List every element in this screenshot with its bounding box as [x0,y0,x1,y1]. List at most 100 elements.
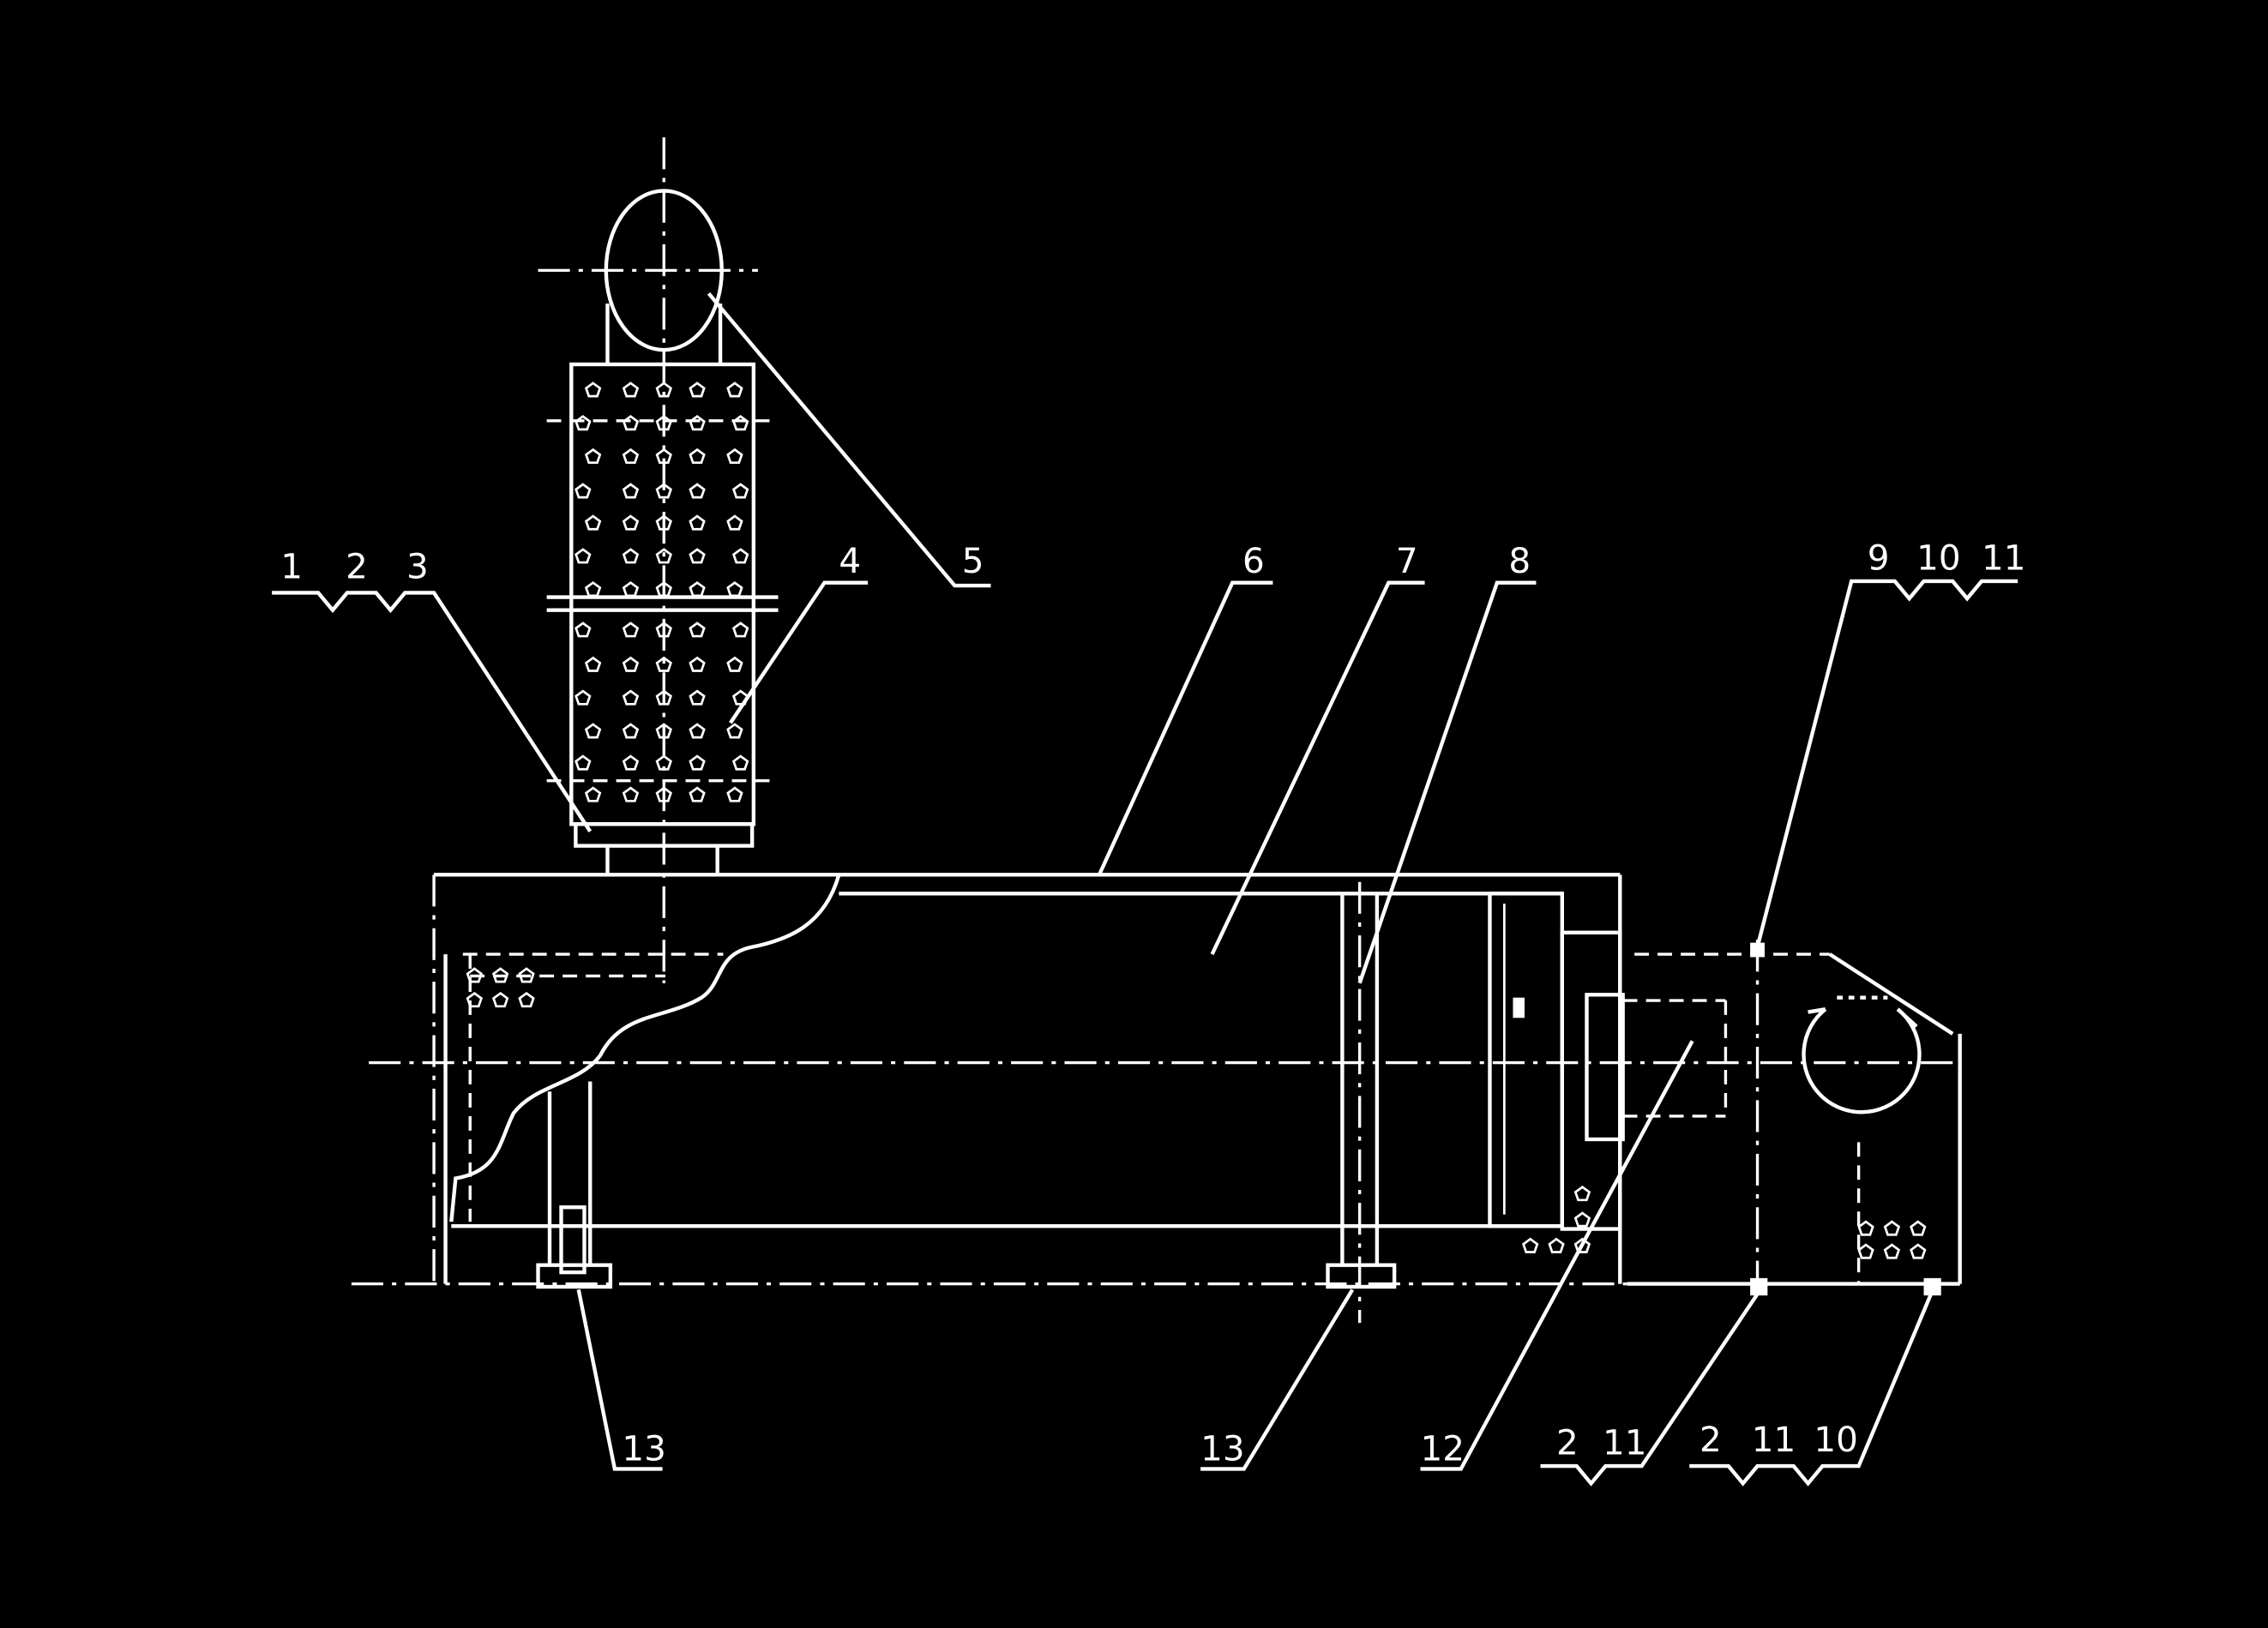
bolt-hole [689,786,706,802]
bolt-hole [575,689,592,706]
label-5: 5 [962,540,984,581]
bolt-hole [726,514,743,531]
bolt-hole [726,448,743,465]
label-10: 10 [1814,1419,1858,1460]
label-10: 10 [1916,537,1961,578]
bolt-hole [655,622,672,638]
label-8: 8 [1508,540,1531,581]
label-12: 12 [1420,1427,1465,1469]
bolt-hole [655,656,672,672]
bolt-hole [584,514,602,531]
bolt-hole [491,991,509,1008]
bolt-hole [655,415,672,431]
label-11: 11 [1982,537,2026,578]
callout-2-11: 2 11 [1540,1293,1760,1487]
bolt-hole [575,415,592,431]
vertical-column [538,137,779,983]
bolt-hole [655,723,672,739]
bolt-hole [518,967,535,983]
bolt-hole [655,548,672,564]
label-13-right: 13 [1200,1427,1245,1469]
bolt-hole [466,991,483,1008]
bolt-hole [1883,1243,1901,1259]
bolt-hole [726,723,743,739]
callout-13-right: 13 [1200,1289,1355,1471]
bolt-hole [689,656,706,672]
bolt-hole [726,381,743,398]
bolt-hole [689,622,706,638]
callout-4: 4 [729,540,869,724]
bolt-hole [655,381,672,398]
bolt-hole [689,548,706,564]
bolt-hole [622,580,640,598]
bolt-hole [1522,1237,1539,1253]
label-2: 2 [1556,1422,1579,1463]
bolt-hole [689,415,706,431]
label-9: 9 [1868,537,1890,578]
bolt-hole [689,483,706,499]
bolt-hole [731,415,749,431]
bolt-hole [1548,1237,1565,1253]
bolt-hole [1573,1211,1591,1228]
label-1: 1 [280,546,303,587]
bolt-hole [622,689,640,706]
bolt-hole [655,689,672,706]
bolt-hole [726,656,743,672]
bolt-hole [518,991,535,1008]
callout-9-10-11: 9 10 11 [1755,537,2026,948]
bolt-hole [622,723,640,739]
bolt-hole [655,448,672,465]
bolt-hole [731,483,749,499]
label-13-left: 13 [622,1427,666,1469]
bolt-hole [584,786,602,802]
label-7: 7 [1396,540,1418,581]
bolt-hole [731,548,749,564]
label-6: 6 [1242,540,1265,581]
bolt-hole [655,483,672,499]
bolt-hole [622,548,640,564]
bolt-hole [655,580,672,598]
bolt-hole [575,483,592,499]
bolt-hole [689,689,706,706]
bolt-hole [491,967,509,983]
label-11: 11 [1752,1419,1796,1460]
bolt-hole [1573,1185,1591,1202]
hole-pattern [466,381,1927,1259]
main-housing [351,873,1960,1324]
bolt-hole [1573,1237,1591,1253]
bolt-hole [584,723,602,739]
label-11: 11 [1603,1422,1647,1463]
bolt-hole [689,723,706,739]
bolt-hole [689,514,706,531]
bolt-hole [622,415,640,431]
label-4: 4 [839,540,861,581]
callout-6: 6 [1098,540,1273,876]
bolt-hole [655,514,672,531]
bolt-hole [622,754,640,771]
callout-2-11-10: 2 11 10 [1689,1293,1933,1487]
bolt-hole [575,754,592,771]
callout-12: 12 [1420,1040,1694,1471]
bolt-hole [584,580,602,598]
bolt-hole [575,622,592,638]
bolt-hole [622,622,640,638]
bolt-hole [731,754,749,771]
bolt-hole [1857,1243,1874,1259]
label-2: 2 [346,546,368,587]
bolt-hole [622,381,640,398]
bolt-hole [1883,1220,1901,1236]
bolt-hole [655,786,672,802]
bolt-hole [689,448,706,465]
bolt-hole [466,967,483,983]
callout-7: 7 [1210,540,1425,956]
bolt-hole [689,580,706,598]
bolt-hole [1910,1243,1927,1259]
callout-13-left: 13 [576,1289,666,1471]
bolt-hole [731,689,749,706]
callout-1-2-3: 1 2 3 [272,546,593,832]
bolt-hole [655,754,672,771]
bolt-hole [622,483,640,499]
bolt-hole [726,580,743,598]
callout-8: 8 [1357,540,1537,984]
